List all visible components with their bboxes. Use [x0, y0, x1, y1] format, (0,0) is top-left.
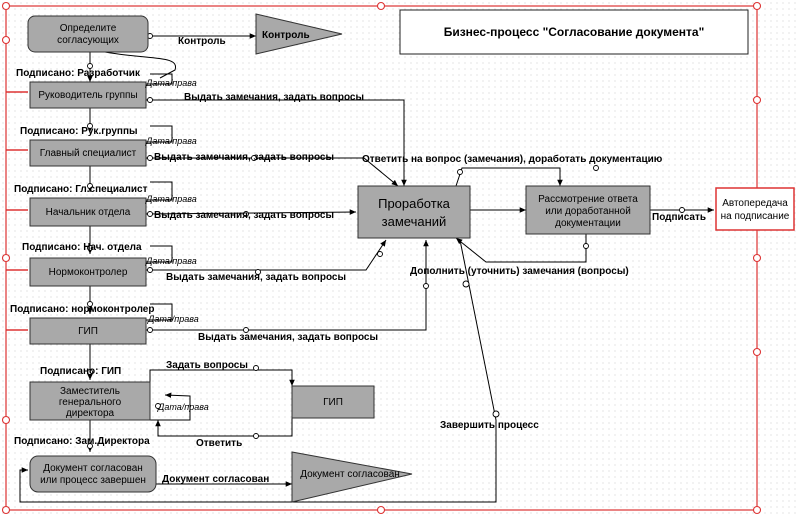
- label-signed-gip: Подписано: ГИП: [40, 366, 121, 377]
- node-doc-agreed[interactable]: Документ согласован или процесс завершен: [29, 455, 157, 493]
- label-signed-gs: Подписано: Гл.специалист: [14, 184, 148, 195]
- node-norm-ctrl-label: Нормоконтролер: [49, 267, 128, 278]
- node-rework[interactable]: Проработка замечаний: [357, 185, 471, 239]
- label-remarks3: Выдать замечания, задать вопросы: [154, 210, 334, 221]
- label-sign: Подписать: [652, 212, 706, 223]
- label-signed-no: Подписано: Нач. отдела: [22, 242, 142, 253]
- diagram-title: Бизнес-процесс "Согласование документа": [444, 25, 705, 39]
- label-date1: Дата/права: [145, 78, 197, 88]
- node-gip[interactable]: ГИП: [29, 317, 147, 345]
- edge-knots: [87, 33, 685, 449]
- side-connectors: [6, 91, 28, 331]
- node-review[interactable]: Рассмотрение ответа или доработанной док…: [525, 185, 651, 235]
- node-review-line2: или доработанной: [545, 205, 631, 217]
- node-doc-agreed-line2: или процесс завершен: [40, 475, 146, 486]
- label-signed-rg: Подписано: Рук.группы: [20, 126, 138, 137]
- node-gip2-label: ГИП: [323, 397, 343, 408]
- node-control-label: Контроль: [262, 30, 310, 41]
- label-date6: Дата/права: [157, 402, 209, 412]
- node-define[interactable]: Определите согласующих: [27, 15, 149, 53]
- node-doc-agreed-out[interactable]: Документ согласован: [291, 451, 413, 503]
- node-chief-spec[interactable]: Главный специалист: [29, 139, 147, 167]
- label-remarks2: Выдать замечания, задать вопросы: [154, 152, 334, 163]
- node-define-line1: Определите: [60, 23, 117, 34]
- label-answer-question: Ответить на вопрос (замечания), доработа…: [362, 153, 663, 165]
- label-signed-dev: Подписано: Разработчик: [16, 67, 141, 79]
- node-deputy-line1: Заместитель: [60, 386, 120, 397]
- label-finish: Завершить процесс: [440, 420, 539, 431]
- label-signed-zd: Подписано: Зам.Директора: [14, 436, 150, 447]
- node-auto-line1: Автопередача: [722, 198, 788, 209]
- label-reply: Ответить: [196, 438, 242, 449]
- edge-labels: Контроль Подписано: Разработчик Подписан…: [10, 36, 706, 485]
- node-head-group[interactable]: Руководитель группы: [29, 81, 147, 109]
- node-doc-agreed-line1: Документ согласован: [43, 463, 143, 474]
- label-date5: Дата/права: [147, 314, 199, 324]
- node-deputy-line3: директора: [66, 408, 115, 419]
- label-remarks4: Выдать замечания, задать вопросы: [166, 272, 346, 283]
- node-chief-spec-label: Главный специалист: [40, 148, 137, 159]
- label-signed-nk: Подписано: нормоконтролер: [10, 304, 154, 315]
- label-date2: Дата/права: [145, 136, 197, 146]
- label-remarks1: Выдать замечания, задать вопросы: [184, 92, 364, 103]
- node-rework-line1: Проработка: [378, 196, 451, 211]
- node-review-line1: Рассмотрение ответа: [538, 194, 638, 205]
- selection-handles[interactable]: [1, 1, 762, 515]
- label-date3: Дата/права: [145, 194, 197, 204]
- edges: [19, 33, 714, 503]
- node-auto-line2: на подписание: [721, 211, 790, 222]
- node-norm-ctrl[interactable]: Нормоконтролер: [29, 257, 147, 287]
- node-control[interactable]: Контроль: [255, 13, 343, 55]
- label-ask: Задать вопросы: [166, 360, 248, 371]
- title-box: Бизнес-процесс "Согласование документа": [399, 9, 749, 55]
- node-deputy-line2: генерального: [59, 397, 122, 408]
- node-deputy[interactable]: Заместитель генерального директора: [29, 381, 151, 421]
- label-date4: Дата/права: [145, 256, 197, 266]
- label-supplement: Дополнить (уточнить) замечания (вопросы): [410, 266, 629, 277]
- node-doc-agreed-out-label: Документ согласован: [300, 469, 400, 480]
- node-rework-line2: замечаний: [382, 214, 447, 229]
- node-gip-label: ГИП: [78, 326, 98, 337]
- node-gip2[interactable]: ГИП: [291, 385, 375, 419]
- label-doc-agreed-edge: Документ согласован: [162, 474, 269, 485]
- node-dept-head-label: Начальник отдела: [46, 207, 131, 218]
- node-define-line2: согласующих: [57, 35, 119, 46]
- label-remarks5: Выдать замечания, задать вопросы: [198, 332, 378, 343]
- node-auto[interactable]: Автопередача на подписание: [715, 187, 795, 231]
- node-review-line3: документации: [555, 218, 621, 229]
- node-head-group-label: Руководитель группы: [38, 90, 137, 101]
- label-control: Контроль: [178, 36, 226, 47]
- node-dept-head[interactable]: Начальник отдела: [29, 197, 147, 227]
